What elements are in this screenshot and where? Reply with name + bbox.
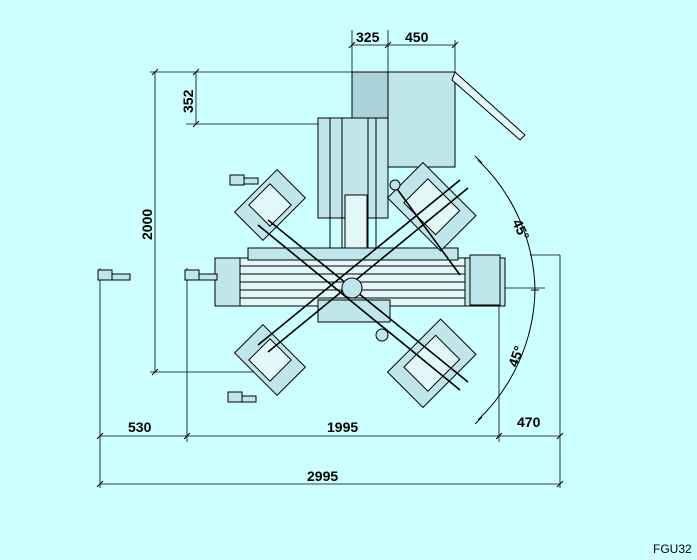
dim-top-height: 352: [180, 89, 196, 113]
angle-arcs: [474, 155, 539, 425]
dim-total-width: 2995: [307, 468, 338, 484]
swing-arms: [257, 179, 469, 391]
clamp-handle-upper: [229, 174, 259, 186]
dim-top-right: 450: [405, 29, 429, 45]
dim-left-offset: 530: [128, 419, 152, 435]
clamp-handle-left: [97, 269, 131, 281]
saw-head-lower-right: [386, 318, 477, 409]
column-assembly: [317, 71, 526, 300]
clamp-handles: [97, 174, 259, 403]
dimension-lines: [96, 30, 564, 488]
saw-head-lower-left: [233, 323, 307, 397]
saw-head-upper-left: [233, 168, 307, 242]
dim-width: 1995: [327, 419, 358, 435]
clamp-handle-table: [184, 269, 218, 281]
dim-angle-upper: 45°: [509, 217, 532, 243]
dim-top-left: 325: [356, 29, 380, 45]
dimension-labels: 325 450 352 2000 45° 45° 530 1995 470 29…: [128, 29, 692, 556]
dim-right-offset: 470: [517, 414, 541, 430]
dim-angle-lower: 45°: [505, 344, 527, 369]
clamp-handle-lower: [227, 391, 257, 403]
drawing-code: FGU32: [653, 542, 692, 556]
dim-height: 2000: [139, 209, 155, 240]
